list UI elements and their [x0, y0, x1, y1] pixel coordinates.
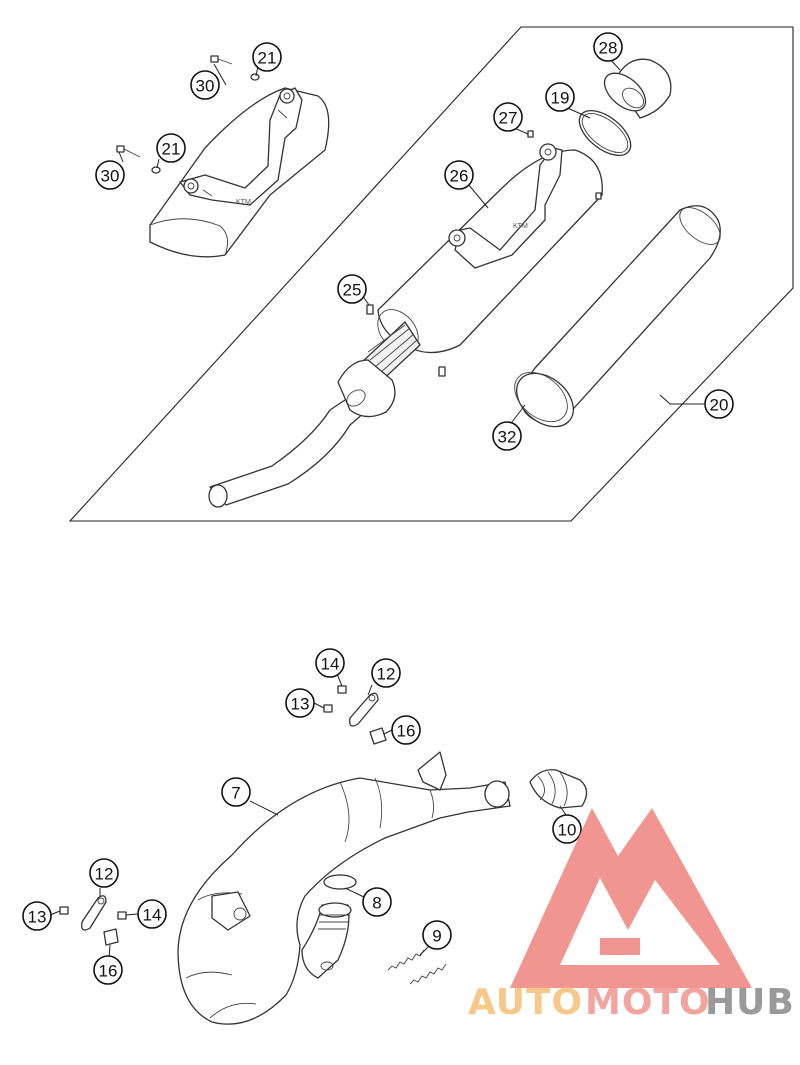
svg-text:KTM: KTM [236, 199, 251, 206]
callout-27: 27 [493, 102, 523, 132]
watermark-logo-mark [510, 808, 752, 988]
watermark-moto: MOTO [585, 982, 711, 1023]
callout-9: 9 [422, 920, 452, 950]
svg-text:21: 21 [162, 140, 181, 159]
svg-text:13: 13 [291, 695, 310, 714]
svg-text:13: 13 [28, 908, 47, 927]
watermark-hub: HUB [705, 982, 795, 1023]
svg-text:12: 12 [95, 865, 114, 884]
watermark-logo [510, 808, 752, 988]
washer-21-lower [151, 166, 161, 174]
svg-text:8: 8 [372, 894, 381, 913]
end-cap-28 [603, 58, 672, 119]
callout-30-lower: 30 [95, 160, 125, 190]
callout-32: 32 [492, 421, 522, 451]
callout-25: 25 [337, 274, 367, 304]
callout-10: 10 [552, 814, 582, 844]
exhaust-pipe-7 [177, 751, 511, 1025]
callout-7: 7 [221, 777, 251, 807]
callout-14-upper: 14 [315, 648, 345, 678]
svg-text:32: 32 [498, 428, 517, 447]
svg-text:16: 16 [397, 722, 416, 741]
svg-text:19: 19 [551, 89, 570, 108]
svg-text:25: 25 [343, 281, 362, 300]
silencer-body-26: KTM [377, 143, 603, 354]
svg-text:20: 20 [710, 396, 729, 415]
bolt-30-upper [210, 55, 233, 65]
callout-30-upper: 30 [190, 70, 220, 100]
washer-21-upper [250, 73, 260, 81]
svg-text:14: 14 [321, 655, 340, 674]
silencer-bracket-detail: KTM [149, 87, 330, 258]
svg-text:30: 30 [196, 77, 215, 96]
svg-text:26: 26 [450, 167, 469, 186]
callout-19: 19 [545, 82, 575, 112]
callout-26: 26 [444, 160, 474, 190]
svg-text:16: 16 [99, 962, 118, 981]
callout-20: 20 [704, 389, 734, 419]
svg-text:14: 14 [143, 906, 162, 925]
callout-21-upper: 21 [252, 42, 282, 72]
svg-text:28: 28 [599, 39, 618, 58]
svg-text:7: 7 [231, 784, 240, 803]
callout-12-upper: 12 [371, 658, 401, 688]
silencer-sleeve-20 [514, 205, 721, 428]
svg-text:9: 9 [432, 927, 441, 946]
springs-9 [387, 949, 447, 985]
hardware-upper [323, 685, 387, 745]
rubber-sleeve-10 [529, 769, 588, 809]
hardware-lower [59, 895, 127, 946]
svg-text:30: 30 [101, 167, 120, 186]
screw-25 [366, 304, 446, 377]
watermark-text: AUTO MOTO HUB [468, 982, 795, 1023]
svg-text:12: 12 [377, 665, 396, 684]
svg-text:10: 10 [558, 821, 577, 840]
callout-28: 28 [593, 32, 623, 62]
watermark-auto: AUTO [468, 982, 583, 1023]
svg-text:KTM: KTM [513, 223, 528, 230]
callout-16-upper: 16 [391, 715, 421, 745]
callout-14-lower: 14 [137, 899, 167, 929]
svg-text:21: 21 [258, 49, 277, 68]
outlet-8 [301, 874, 357, 979]
callout-13-lower: 13 [22, 901, 52, 931]
callout-8: 8 [362, 887, 392, 917]
bolt-30-lower [116, 145, 141, 158]
callout-13-upper: 13 [285, 688, 315, 718]
inlet-pipe [208, 359, 396, 508]
callout-12-lower: 12 [89, 858, 119, 888]
callout-16-lower: 16 [93, 955, 123, 985]
svg-text:27: 27 [499, 109, 518, 128]
callout-21-lower: 21 [156, 133, 186, 163]
